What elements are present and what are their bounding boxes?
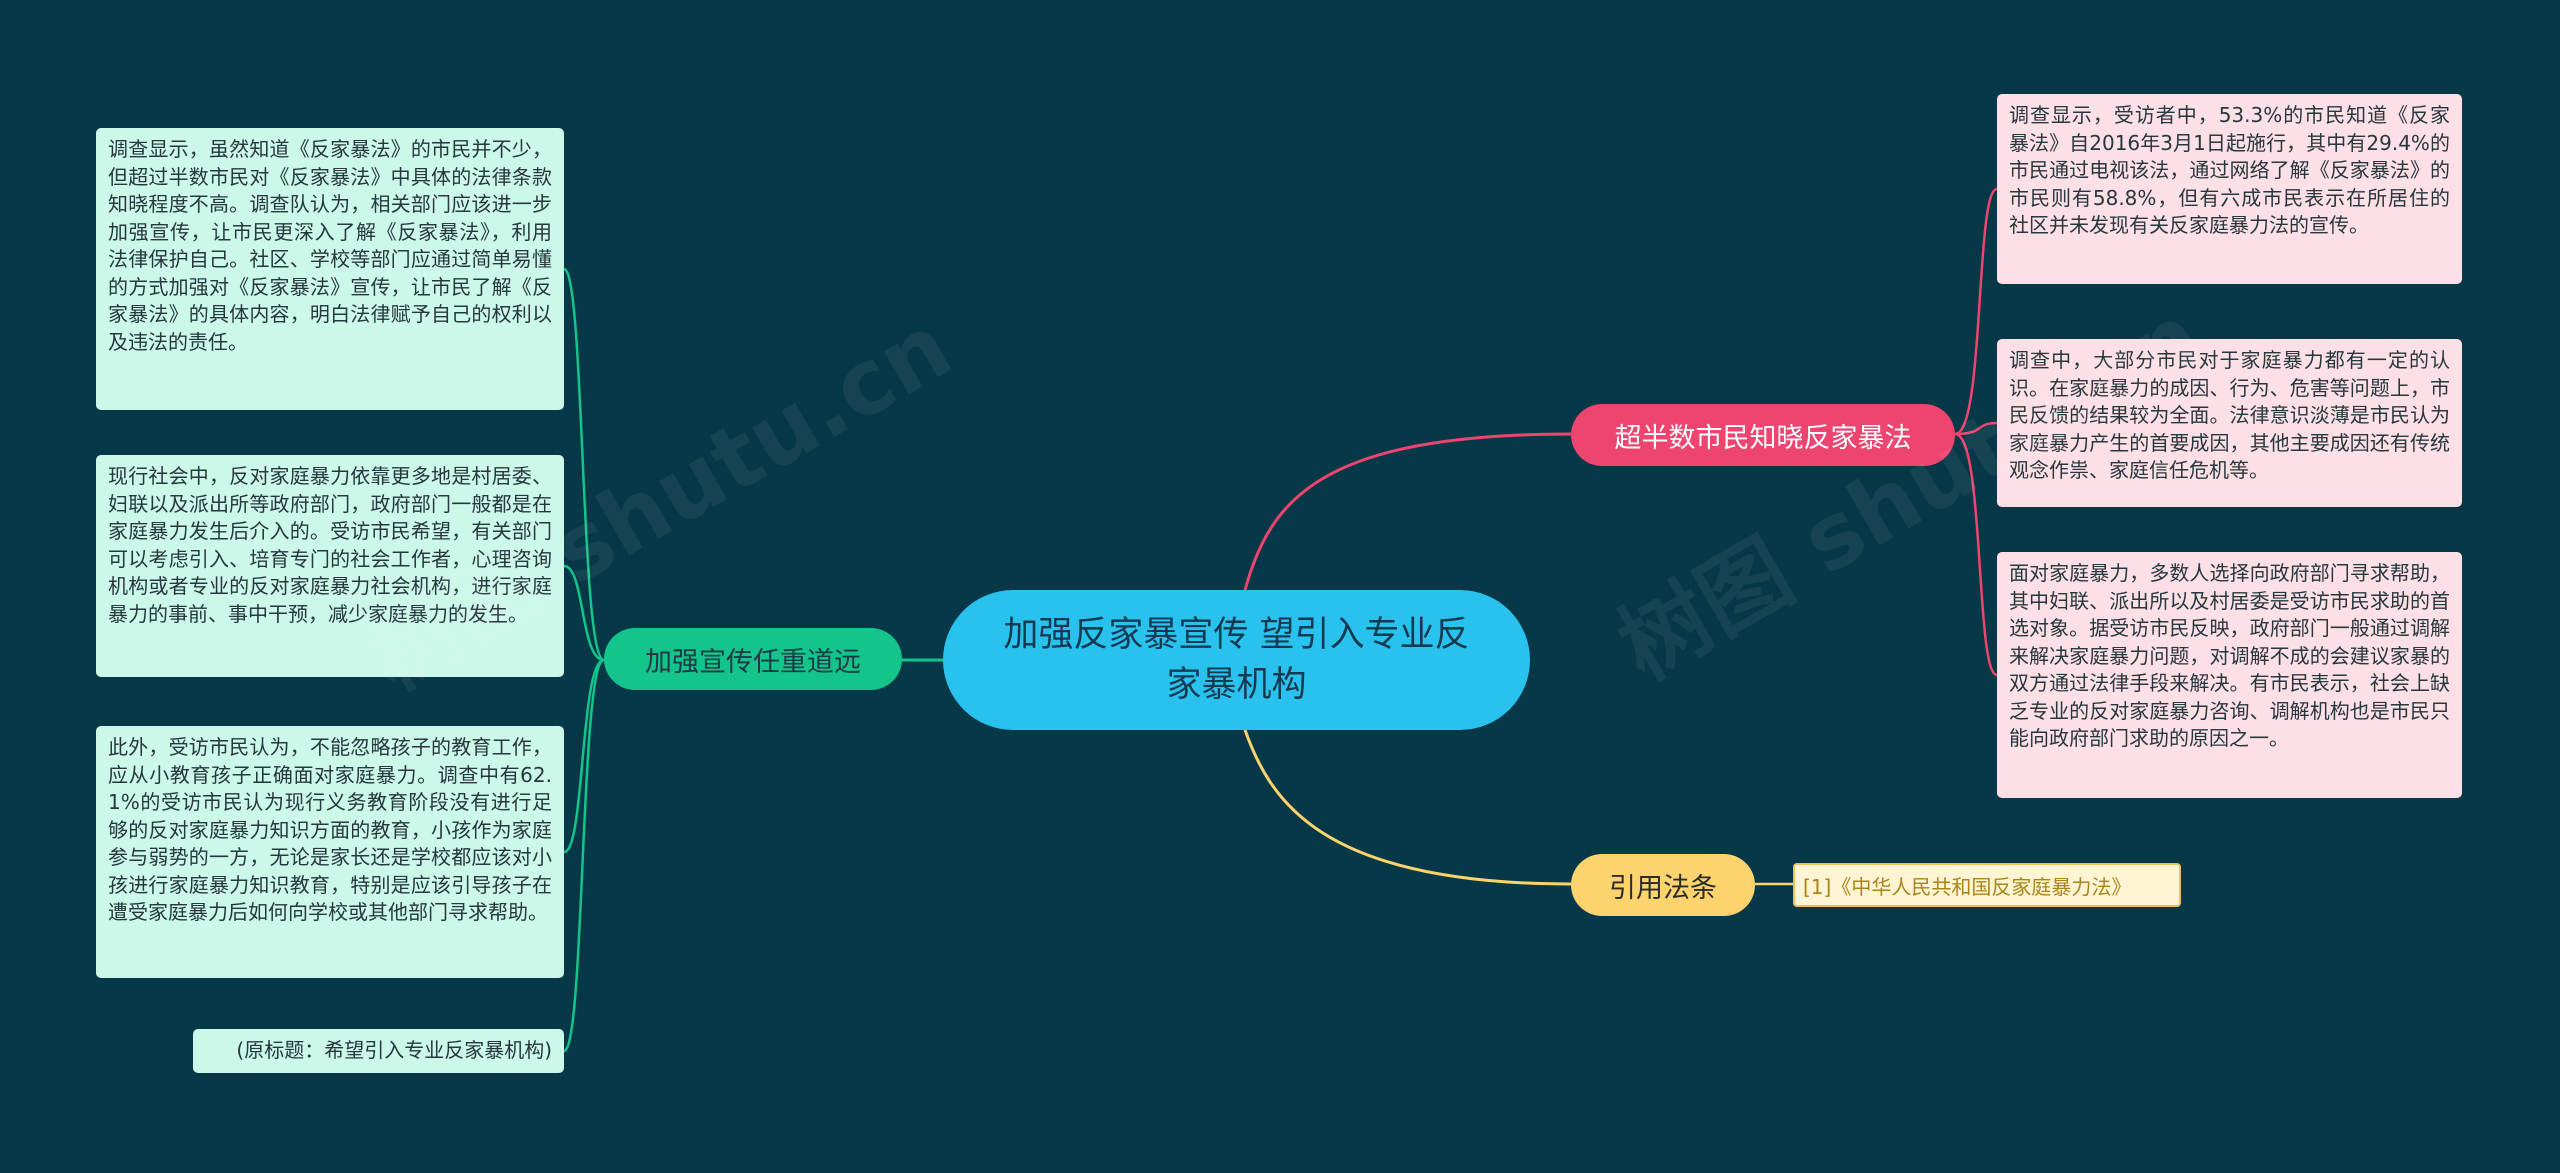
connector-right-leaf1 bbox=[1954, 187, 1998, 436]
branch-left[interactable]: 加强宣传任重道远 bbox=[604, 628, 902, 690]
branch-right[interactable]: 超半数市民知晓反家暴法 bbox=[1571, 404, 1955, 466]
central-topic[interactable]: 加强反家暴宣传 望引入专业反家暴机构 bbox=[943, 590, 1530, 730]
branch-ref[interactable]: 引用法条 bbox=[1571, 854, 1755, 916]
ref-leaf[interactable]: [1]《中华人民共和国反家庭暴力法》 bbox=[1793, 863, 2181, 907]
connector-left-leaf4 bbox=[562, 658, 606, 1053]
right-leaf-3[interactable]: 面对家庭暴力，多数人选择向政府部门寻求帮助，其中妇联、派出所以及村居委是受访市民… bbox=[1997, 552, 2462, 798]
connector-right-leaf3 bbox=[1954, 432, 1998, 677]
connector-center-ref bbox=[1243, 729, 1572, 886]
left-leaf-3[interactable]: 此外，受访市民认为，不能忽略孩子的教育工作，应从小教育孩子正确面对家庭暴力。调查… bbox=[96, 726, 564, 978]
right-leaf-2[interactable]: 调查中，大部分市民对于家庭暴力都有一定的认识。在家庭暴力的成因、行为、危害等问题… bbox=[1997, 339, 2462, 507]
branch-ref-label: 引用法条 bbox=[1609, 872, 1717, 904]
connector-right-leaf2 bbox=[1954, 421, 1998, 436]
branch-left-label: 加强宣传任重道远 bbox=[645, 646, 861, 678]
central-topic-text: 加强反家暴宣传 望引入专业反家暴机构 bbox=[1003, 615, 1470, 705]
ref-leaf-text: [1]《中华人民共和国反家庭暴力法》 bbox=[1803, 874, 2132, 899]
left-leaf-2[interactable]: 现行社会中，反对家庭暴力依靠更多地是村居委、妇联以及派出所等政府部门，政府部门一… bbox=[96, 455, 564, 677]
left-leaf-1-text: 调查显示，虽然知道《反家暴法》的市民并不少，但超过半数市民对《反家暴法》中具体的… bbox=[108, 137, 552, 354]
left-leaf-4[interactable]: (原标题：希望引入专业反家暴机构) bbox=[193, 1029, 564, 1073]
connector-left-leaf2 bbox=[563, 564, 605, 662]
connector-left-leaf3 bbox=[563, 658, 605, 854]
right-leaf-1[interactable]: 调查显示，受访者中，53.3%的市民知道《反家暴法》自2016年3月1日起施行，… bbox=[1997, 94, 2462, 284]
connector-center-right bbox=[1243, 432, 1572, 591]
right-leaf-3-text: 面对家庭暴力，多数人选择向政府部门寻求帮助，其中妇联、派出所以及村居委是受访市民… bbox=[2009, 561, 2450, 750]
branch-right-label: 超半数市民知晓反家暴法 bbox=[1614, 422, 1912, 454]
left-leaf-1[interactable]: 调查显示，虽然知道《反家暴法》的市民并不少，但超过半数市民对《反家暴法》中具体的… bbox=[96, 128, 564, 410]
left-leaf-3-text: 此外，受访市民认为，不能忽略孩子的教育工作，应从小教育孩子正确面对家庭暴力。调查… bbox=[108, 735, 552, 924]
left-leaf-4-text: (原标题：希望引入专业反家暴机构) bbox=[236, 1038, 552, 1063]
right-leaf-2-text: 调查中，大部分市民对于家庭暴力都有一定的认识。在家庭暴力的成因、行为、危害等问题… bbox=[2009, 348, 2450, 482]
left-leaf-2-text: 现行社会中，反对家庭暴力依靠更多地是村居委、妇联以及派出所等政府部门，政府部门一… bbox=[108, 464, 552, 626]
connector-left-leaf1 bbox=[562, 267, 606, 662]
right-leaf-1-text: 调查显示，受访者中，53.3%的市民知道《反家暴法》自2016年3月1日起施行，… bbox=[2009, 103, 2450, 237]
